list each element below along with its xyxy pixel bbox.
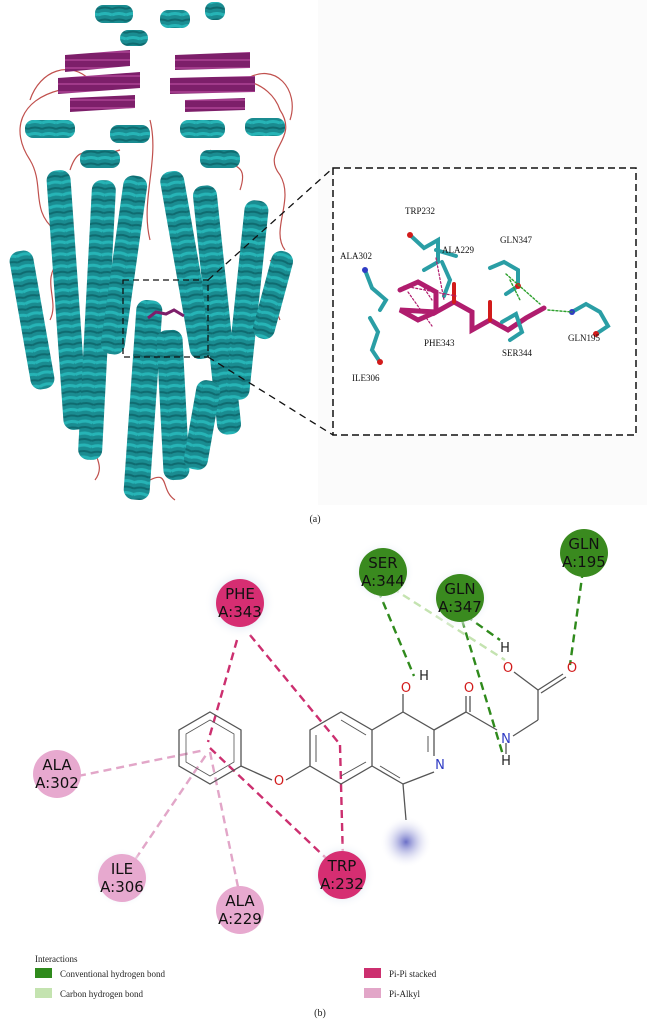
pialkyl-ile306 [127, 751, 209, 871]
residue-gln195-name: GLN [568, 535, 599, 553]
binding-site-selection-box [122, 279, 209, 358]
residue-ser344-name: SER [368, 554, 397, 572]
residue-trp232: TRP A:232 [308, 841, 376, 909]
atom-n-amide: N [501, 732, 511, 747]
atom-o-acid-2: O [567, 661, 577, 676]
residue-gln347-id: A:347 [438, 598, 482, 616]
zoom-label-ser344: SER344 [502, 348, 533, 358]
legend-label-carbon-hbond: Carbon hydrogen bond [60, 989, 143, 999]
atom-h-hydroxyl: H [419, 669, 429, 684]
residue-gln195-id: A:195 [562, 553, 606, 571]
legend-label-pi-alkyl: Pi-Alkyl [389, 989, 421, 999]
residue-trp232-name: TRP [327, 857, 357, 875]
zoom-label-gln347: GLN347 [500, 235, 532, 245]
residue-ile306-id: A:306 [100, 878, 144, 896]
pipi-phe343-benzo [249, 634, 339, 743]
hbond-gln195-acid [568, 569, 585, 666]
residue-ala229-name: ALA [225, 892, 255, 910]
ligand-structure [178, 671, 567, 868]
pipi-phe343-phenyl [206, 639, 239, 743]
protein-ribbon-structure [9, 2, 294, 501]
atom-h-acid: H [500, 641, 510, 656]
atom-n-ring: N [435, 758, 445, 773]
zoomed-binding-site-panel [332, 167, 637, 436]
pialkyl-ala302 [77, 748, 206, 778]
atom-o-acid-1: O [503, 661, 513, 676]
zoom-label-phe343: PHE343 [424, 338, 455, 348]
legend-label-conventional-hbond: Conventional hydrogen bond [60, 969, 165, 979]
residue-phe343-id: A:343 [218, 603, 262, 621]
residue-ile306-name: ILE [111, 860, 133, 878]
legend-title: Interactions [35, 954, 78, 964]
interactions-legend: Interactions Conventional hydrogen bond … [35, 954, 437, 999]
zoom-line-top [207, 167, 334, 281]
binding-site-stick-model [362, 232, 611, 365]
hbond-ser344-oh [376, 589, 416, 677]
residue-gln347-name: GLN [444, 580, 475, 598]
residue-ala229-id: A:229 [218, 910, 262, 928]
residue-ala302: ALA A:302 [33, 750, 81, 798]
residue-gln347: GLN A:347 [428, 566, 492, 630]
residue-gln195: GLN A:195 [560, 529, 608, 577]
legend-swatch-conventional-hbond [35, 968, 52, 978]
residue-ile306: ILE A:306 [92, 848, 152, 908]
residue-ser344-id: A:344 [361, 572, 405, 590]
panel-b: O H O O H O N H N O SER A:344 GLN A:347 … [33, 529, 608, 1019]
zoom-line-bottom [207, 356, 334, 436]
zoom-label-ala302: ALA302 [340, 251, 372, 261]
residue-ser344: SER A:344 [351, 540, 415, 604]
zoom-label-ala229: ALA229 [442, 245, 474, 255]
atom-o-ether: O [274, 774, 284, 789]
legend-swatch-pi-alkyl [364, 988, 381, 998]
legend-label-pi-pi-stacked: Pi-Pi stacked [389, 969, 437, 979]
zoom-label-ile306: ILE306 [352, 373, 380, 383]
residue-ala302-name: ALA [42, 756, 72, 774]
atom-h-amide: H [501, 754, 511, 769]
residue-ala302-id: A:302 [35, 774, 79, 792]
hbond-gln347-nh [460, 619, 505, 756]
pialkyl-ala229 [208, 751, 240, 888]
legend-swatch-pi-pi-stacked [364, 968, 381, 978]
panel-a-caption: (a) [309, 514, 320, 525]
phenyl-ring [178, 711, 242, 785]
atom-o-carbonyl: O [464, 681, 474, 696]
methyl-solvent-exposure [380, 816, 432, 868]
residue-ala229: ALA A:229 [216, 886, 264, 934]
atom-o-hydroxyl: O [401, 681, 411, 696]
interaction-lines [77, 569, 585, 888]
panel-b-caption: (b) [314, 1008, 326, 1019]
residue-phe343-name: PHE [225, 585, 255, 603]
zoom-label-gln195: GLN195 [568, 333, 600, 343]
pipi-trp232-phenyl [209, 747, 329, 861]
residue-phe343: PHE A:343 [204, 567, 276, 639]
residue-trp232-id: A:232 [320, 875, 364, 893]
legend-swatch-carbon-hbond [35, 988, 52, 998]
zoom-label-trp232: TRP232 [405, 206, 435, 216]
panel-a: TRP232 ALA229 GLN347 ALA302 PHE343 SER34… [9, 0, 647, 525]
